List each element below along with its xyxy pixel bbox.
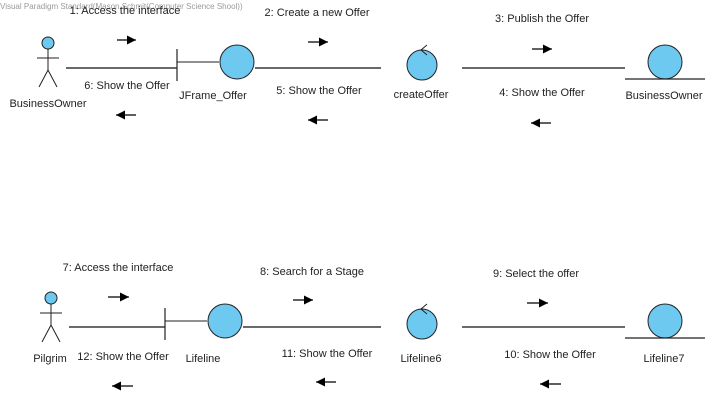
message-label: 3: Publish the Offer xyxy=(495,13,589,25)
message-arrow-head xyxy=(316,377,325,387)
entity-circle xyxy=(647,44,683,80)
boundary-label: Lifeline xyxy=(186,353,221,365)
message-arrow-right xyxy=(293,295,313,305)
message-arrow-right xyxy=(308,37,328,47)
control-icon xyxy=(406,44,438,81)
message-arrow-head xyxy=(543,44,552,54)
message-arrow-head xyxy=(319,37,328,47)
boundary-circle xyxy=(219,44,255,80)
actor-leg xyxy=(41,324,52,343)
actor-head xyxy=(44,291,58,305)
message-label: 7: Access the interface xyxy=(63,262,174,274)
message-arrow-left xyxy=(316,377,336,387)
message-label: 10: Show the Offer xyxy=(504,349,596,361)
message-label: 12: Show the Offer xyxy=(77,351,169,363)
message-label: 5: Show the Offer xyxy=(276,85,362,97)
message-arrow-right xyxy=(117,35,136,45)
control-arrowhead xyxy=(420,303,428,315)
actor-leg xyxy=(38,69,49,88)
message-arrow-left xyxy=(308,115,328,125)
message-arrow-head xyxy=(127,35,136,45)
boundary-icon xyxy=(176,44,255,81)
message-label: 2: Create a new Offer xyxy=(265,7,370,19)
actor-icon xyxy=(40,291,62,343)
message-label: 1: Access the interface xyxy=(70,5,181,17)
message-arrow-left xyxy=(116,110,136,120)
message-arrow-left xyxy=(531,118,551,128)
message-label: 4: Show the Offer xyxy=(499,87,585,99)
message-arrow-head xyxy=(539,298,548,308)
message-arrow-head xyxy=(531,118,540,128)
message-arrow-right xyxy=(527,298,548,308)
actor-icon xyxy=(37,36,59,88)
message-label: 9: Select the offer xyxy=(493,268,579,280)
actor-leg xyxy=(47,69,58,88)
entity-icon xyxy=(625,44,705,80)
message-arrow-head xyxy=(540,379,549,389)
message-label: 8: Search for a Stage xyxy=(260,266,364,278)
actor-leg xyxy=(50,324,61,343)
control-label: Lifeline6 xyxy=(401,353,442,365)
actor-head xyxy=(41,36,55,50)
message-arrow-left xyxy=(112,381,133,391)
control-label: createOffer xyxy=(394,89,449,101)
entity-icon xyxy=(625,303,705,339)
control-arrowhead xyxy=(420,44,428,56)
message-arrow-left xyxy=(540,379,561,389)
entity-label: Lifeline7 xyxy=(644,353,685,365)
entity-label: BusinessOwner xyxy=(625,90,702,102)
message-arrow-head xyxy=(120,292,129,302)
control-circle xyxy=(406,308,438,340)
actor-label: Pilgrim xyxy=(33,353,67,365)
control-circle xyxy=(406,49,438,81)
message-label: 11: Show the Offer xyxy=(282,348,373,360)
actor-label: BusinessOwner xyxy=(9,98,86,110)
boundary-label: JFrame_Offer xyxy=(179,90,247,102)
boundary-icon xyxy=(164,303,243,340)
control-icon xyxy=(406,303,438,340)
message-arrow-right xyxy=(108,292,129,302)
watermark: Visual Paradigm Standard(Mason Schmit(Co… xyxy=(0,2,243,11)
message-arrow-head xyxy=(116,110,125,120)
message-arrow-head xyxy=(304,295,313,305)
entity-circle xyxy=(647,303,683,339)
message-arrow-head xyxy=(308,115,317,125)
boundary-circle xyxy=(207,303,243,339)
diagram-2: Pilgrim Lifeline Lifeline6 Lifeline7 7: Acce… xyxy=(33,262,705,391)
message-arrow-right xyxy=(532,44,552,54)
message-arrow-head xyxy=(112,381,121,391)
message-label: 6: Show the Offer xyxy=(84,80,170,92)
